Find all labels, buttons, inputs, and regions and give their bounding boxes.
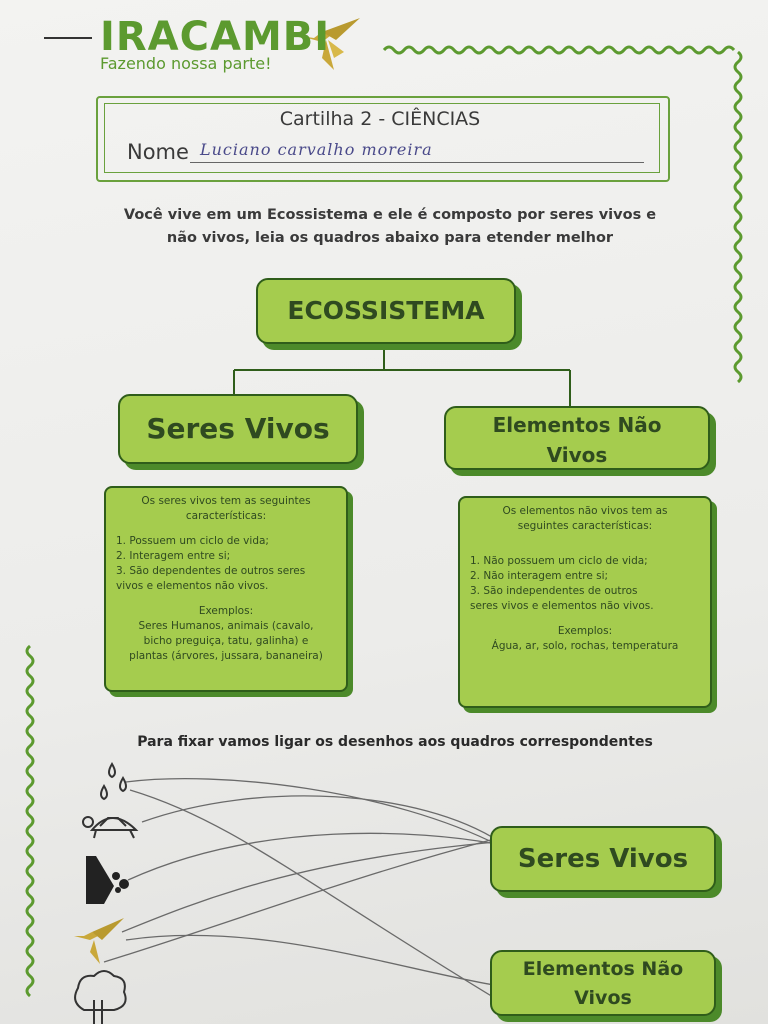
non-living-example-line: Água, ar, solo, rochas, temperatura: [491, 640, 679, 652]
non-living-elements-box: Elementos Não Vivos: [444, 406, 710, 470]
name-handwritten-value[interactable]: Luciano carvalho moreira: [200, 140, 433, 159]
living-examples-heading: Exemplos:: [198, 605, 254, 617]
non-living-card-title-line-1: Os elementos não vivos tem as: [502, 505, 668, 517]
living-card-title: Os seres vivos tem as seguintes caracter…: [116, 494, 336, 524]
non-living-characteristics-card: Os elementos não vivos tem as seguintes …: [458, 496, 712, 708]
living-item: 2. Interagem entre si;: [116, 550, 231, 562]
non-living-title-line-2: Vivos: [546, 443, 608, 467]
ecosystem-box: ECOSSISTEMA: [256, 278, 516, 344]
turtle-icon: [82, 816, 139, 839]
living-item: 3. São dependentes de outros seres: [116, 565, 306, 577]
non-living-item: seres vivos e elementos não vivos.: [470, 600, 654, 612]
rock-slope-icon: [86, 856, 129, 904]
match-target-living-box[interactable]: Seres Vivos: [490, 826, 716, 892]
tree-icon: [74, 970, 127, 1024]
living-example-line: bicho preguiça, tatu, galinha) e: [143, 635, 309, 647]
match-target-non-living-box[interactable]: Elementos Não Vivos: [490, 950, 716, 1016]
water-drops-icon: [100, 762, 127, 801]
living-item: vivos e elementos não vivos.: [116, 580, 269, 592]
title-frame-inner: [104, 103, 660, 173]
worksheet-title: Cartilha 2 - CIÊNCIAS: [279, 108, 481, 130]
intro-line-1: Você vive em um Ecossistema e ele é comp…: [123, 207, 657, 223]
non-living-item: 3. São independentes de outros: [470, 585, 638, 597]
living-card-title-line-2: características:: [185, 510, 267, 522]
living-card-title-line-1: Os seres vivos tem as seguintes: [141, 495, 311, 507]
left-wavy-border: [25, 644, 35, 998]
living-characteristics-card: Os seres vivos tem as seguintes caracter…: [104, 486, 348, 692]
title-frame-outer: [96, 96, 670, 182]
brand-tagline: Fazendo nossa parte!: [100, 54, 272, 73]
living-beings-box: Seres Vivos: [118, 394, 358, 464]
right-wavy-border: [733, 50, 743, 384]
match-non-living-line-1: Elementos Não: [522, 958, 684, 980]
intro-line-2: não vivos, leia os quadros abaixo para e…: [166, 230, 614, 246]
exercise-instruction: Para fixar vamos ligar os desenhos aos q…: [137, 734, 653, 750]
brand-name: IRACAMBI: [100, 14, 331, 60]
non-living-item: 2. Não interagem entre si;: [470, 570, 609, 582]
non-living-examples-heading: Exemplos:: [557, 625, 613, 637]
non-living-item: 1. Não possuem um ciclo de vida;: [470, 555, 648, 567]
name-label: Nome: [127, 140, 189, 164]
pencil-matching-lines: [103, 778, 501, 1001]
living-example-line: plantas (árvores, jussara, bananeira): [129, 650, 323, 662]
hummingbird-logo-icon: [300, 18, 360, 70]
name-underline: [190, 162, 644, 163]
hummingbird-icon: [74, 918, 124, 964]
non-living-card-title: Os elementos não vivos tem as seguintes …: [470, 504, 700, 534]
living-item: 1. Possuem um ciclo de vida;: [116, 535, 269, 547]
match-non-living-line-2: Vivos: [574, 987, 632, 1009]
non-living-title-line-1: Elementos Não: [492, 413, 662, 437]
top-wavy-border: [382, 45, 736, 55]
living-example-line: Seres Humanos, animais (cavalo,: [138, 620, 314, 632]
intro-text: Você vive em um Ecossistema e ele é comp…: [70, 204, 710, 250]
non-living-card-title-line-2: seguintes características:: [517, 520, 653, 532]
